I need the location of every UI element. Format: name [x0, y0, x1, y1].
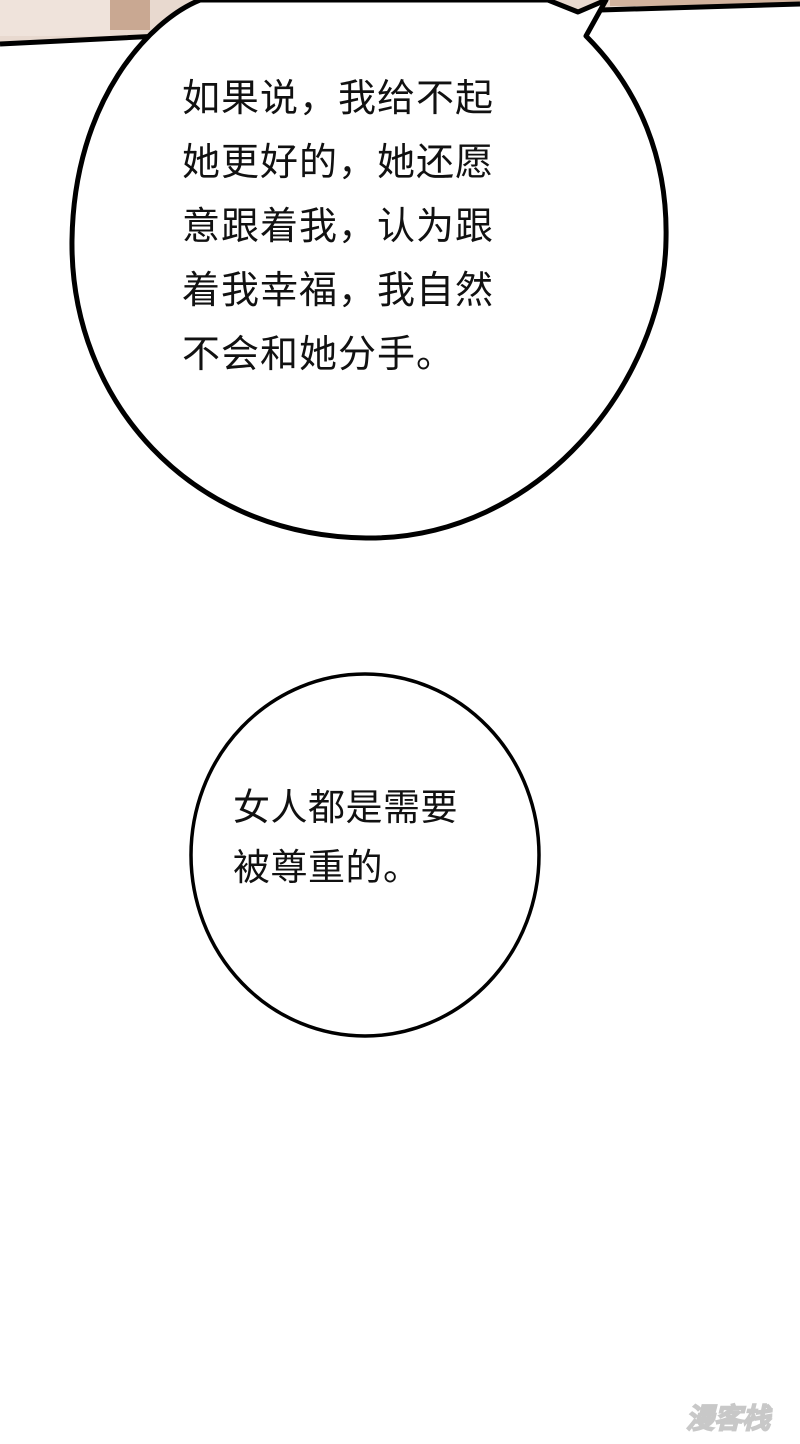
speech-bubble-2-outline	[189, 672, 541, 1038]
bubble1-line-3: 意跟着我，认为跟	[182, 204, 495, 248]
speech-bubble-1	[69, 0, 669, 541]
bubble2-line-2: 被尊重的。	[233, 846, 421, 889]
speech-bubble-2	[189, 672, 541, 1038]
bubble2-line-1: 女人都是需要	[233, 786, 458, 829]
bubble1-line-4: 着我幸福，我自然	[182, 268, 495, 312]
panel-detail-right	[610, 0, 800, 6]
panel-detail-light	[0, 0, 110, 36]
speech-bubble-1-text: 如果说，我给不起 她更好的，她还愿 意跟着我，认为跟 着我幸福，我自然 不会和她…	[182, 66, 572, 386]
speech-bubble-2-text: 女人都是需要 被尊重的。	[233, 778, 533, 898]
bubble1-line-2: 她更好的，她还愿	[182, 140, 495, 184]
panel-detail	[110, 0, 150, 30]
speech-bubble-1-outline	[69, 0, 669, 541]
bubble1-line-1: 如果说，我给不起	[182, 76, 495, 120]
bubble1-line-5: 不会和她分手。	[182, 332, 456, 376]
watermark-logo: 漫客栈	[685, 1401, 774, 1436]
watermark-text: 漫客栈	[686, 1402, 773, 1435]
